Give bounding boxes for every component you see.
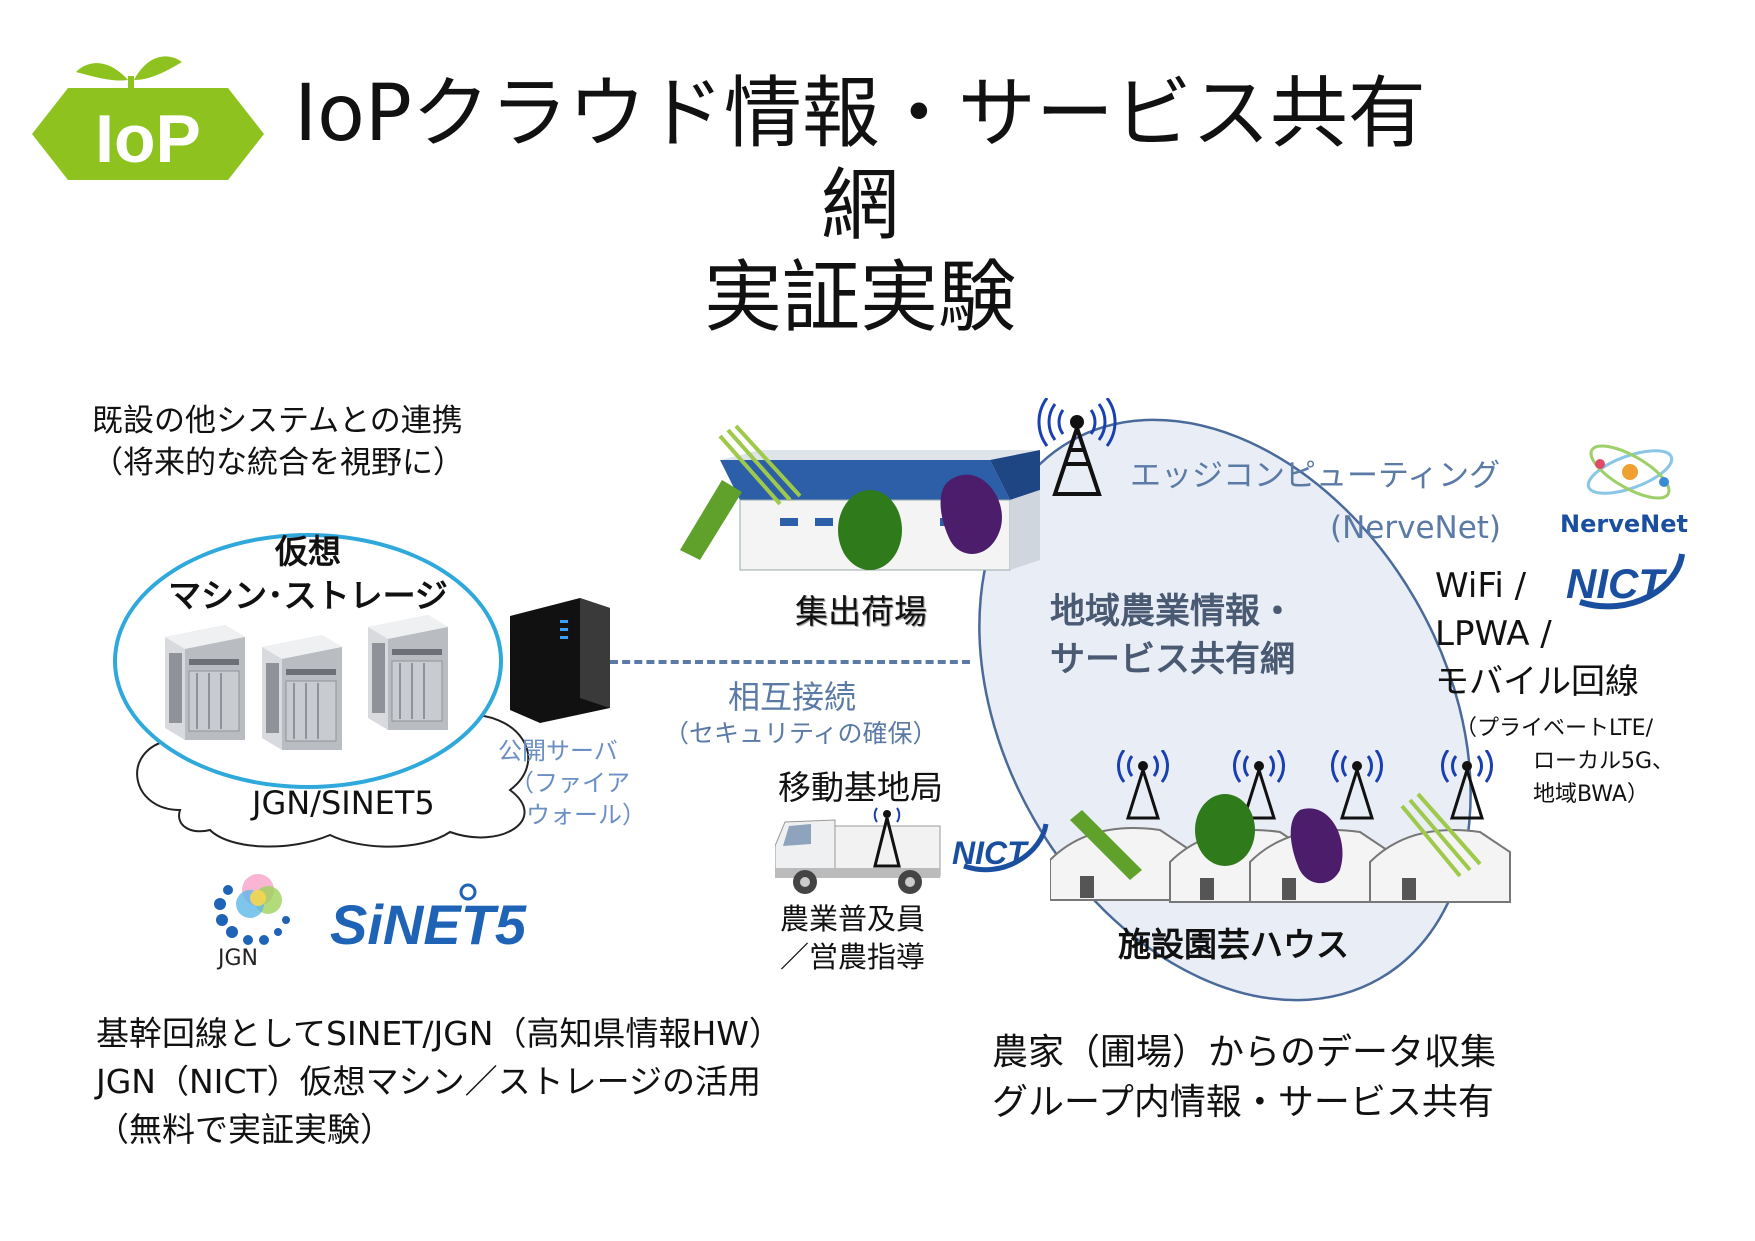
interconnect-label: 相互接続 <box>728 678 857 716</box>
warehouse-icon <box>680 420 1040 580</box>
backbone-note: 基幹回線としてSINET/JGN（高知県情報HW） JGN（NICT）仮想マシン… <box>96 1010 936 1154</box>
mobile-station-label: 移動基地局 <box>778 768 943 807</box>
sinet5-logo-text: SiNET5 <box>330 893 527 956</box>
cloud-label: JGN/SINET5 <box>252 784 435 822</box>
vm-label-line-2: マシン･ストレージ <box>168 576 448 615</box>
regional-network-line-2: サービス共有網 <box>1050 640 1296 680</box>
greenhouse-label: 施設園芸ハウス <box>1118 925 1349 964</box>
logo-text: IoP <box>95 101 201 177</box>
private-network-line-3: 地域BWA） <box>1533 782 1649 807</box>
public-server-line-1: 公開サーバ <box>498 737 618 765</box>
backbone-note-line-1: 基幹回線としてSINET/JGN（高知県情報HW） <box>96 1014 782 1053</box>
iop-logo: IoP <box>28 38 268 188</box>
greenhouse-antenna-1 <box>1112 750 1174 820</box>
edge-computing-line-1: エッジコンピューティング <box>1130 458 1501 494</box>
data-collection-note: 農家（圃場）からのデータ収集 グループ内情報・サービス共有 <box>992 1028 1692 1128</box>
nervenet-logo: NerveNet <box>1560 438 1700 548</box>
wireless-line-3: モバイル回線 <box>1435 662 1639 702</box>
data-collection-line-1: 農家（圃場）からのデータ収集 <box>992 1032 1497 1073</box>
title-line-1: IoPクラウド情報・サービス共有網 <box>294 69 1426 251</box>
greenhouse-antenna-2 <box>1228 750 1290 820</box>
public-server-label: 公開サーバ （ファイア ウォール） <box>498 735 646 831</box>
greenhouses-icon <box>1050 790 1520 910</box>
server-icon-3 <box>368 615 448 730</box>
regional-network-line-1: 地域農業情報・ <box>1050 592 1296 632</box>
public-server-icon <box>510 598 610 723</box>
interconnect-line <box>610 660 970 668</box>
backbone-note-line-2: JGN（NICT）仮想マシン／ストレージの活用 <box>96 1062 761 1101</box>
sinet5-logo: SiNET5 <box>330 880 560 960</box>
vm-label-line-1: 仮想 <box>275 532 341 571</box>
vm-storage-label: 仮想 マシン･ストレージ <box>113 530 503 618</box>
greenhouse-antenna-3 <box>1326 750 1388 820</box>
private-network-label: （プライベートLTE/ ローカル5G、 地域BWA） <box>1455 712 1674 811</box>
nict-logo-small-text: NICT <box>952 835 1029 871</box>
private-network-line-1: （プライベートLTE/ <box>1455 716 1653 741</box>
nict-logo-text: NICT <box>1566 560 1667 607</box>
jgn-logo-text: JGN <box>218 946 258 971</box>
public-server-line-2: （ファイア <box>510 769 630 797</box>
shipping-label: 集出荷場 <box>795 592 927 631</box>
data-collection-line-2: グループ内情報・サービス共有 <box>992 1082 1494 1123</box>
edge-antenna-icon <box>1035 398 1119 498</box>
security-label: （セキュリティの確保） <box>664 719 938 748</box>
edge-computing-line-2: (NerveNet) <box>1330 510 1502 546</box>
integration-note-line-1: 既設の他システムとの連携 <box>92 403 463 439</box>
edge-computing-label: エッジコンピューティング (NerveNet) <box>1130 450 1501 554</box>
public-server-line-3: ウォール） <box>526 801 646 829</box>
server-icon-2 <box>262 635 342 750</box>
regional-network-label: 地域農業情報・ サービス共有網 <box>1050 588 1295 684</box>
extension-label: 農業普及員 ／営農指導 <box>780 900 925 976</box>
truck-icon <box>775 806 945 896</box>
wireless-line-2: LPWA / <box>1435 614 1552 654</box>
title-line-2: 実証実験 <box>703 253 1016 343</box>
wireless-line-1: WiFi / <box>1435 566 1527 606</box>
wireless-label: WiFi / LPWA / モバイル回線 <box>1435 562 1639 706</box>
nict-logo: NICT <box>1560 548 1690 618</box>
nervenet-logo-text: NerveNet <box>1560 510 1688 538</box>
backbone-note-line-3: （無料で実証実験） <box>96 1110 393 1149</box>
integration-note-line-2: （将来的な統合を視野に） <box>92 445 464 481</box>
jgn-logo: JGN <box>198 860 308 971</box>
private-network-line-2: ローカル5G、 <box>1533 749 1675 774</box>
nict-logo-small: NICT <box>950 820 1050 880</box>
greenhouse-antenna-4 <box>1436 750 1498 820</box>
integration-note: 既設の他システムとの連携 （将来的な統合を視野に） <box>92 400 612 484</box>
page-title: IoPクラウド情報・サービス共有網 実証実験 <box>270 68 1450 344</box>
extension-line-1: 農業普及員 <box>780 902 926 936</box>
extension-line-2: ／営農指導 <box>780 940 926 974</box>
server-icon-1 <box>165 625 245 740</box>
